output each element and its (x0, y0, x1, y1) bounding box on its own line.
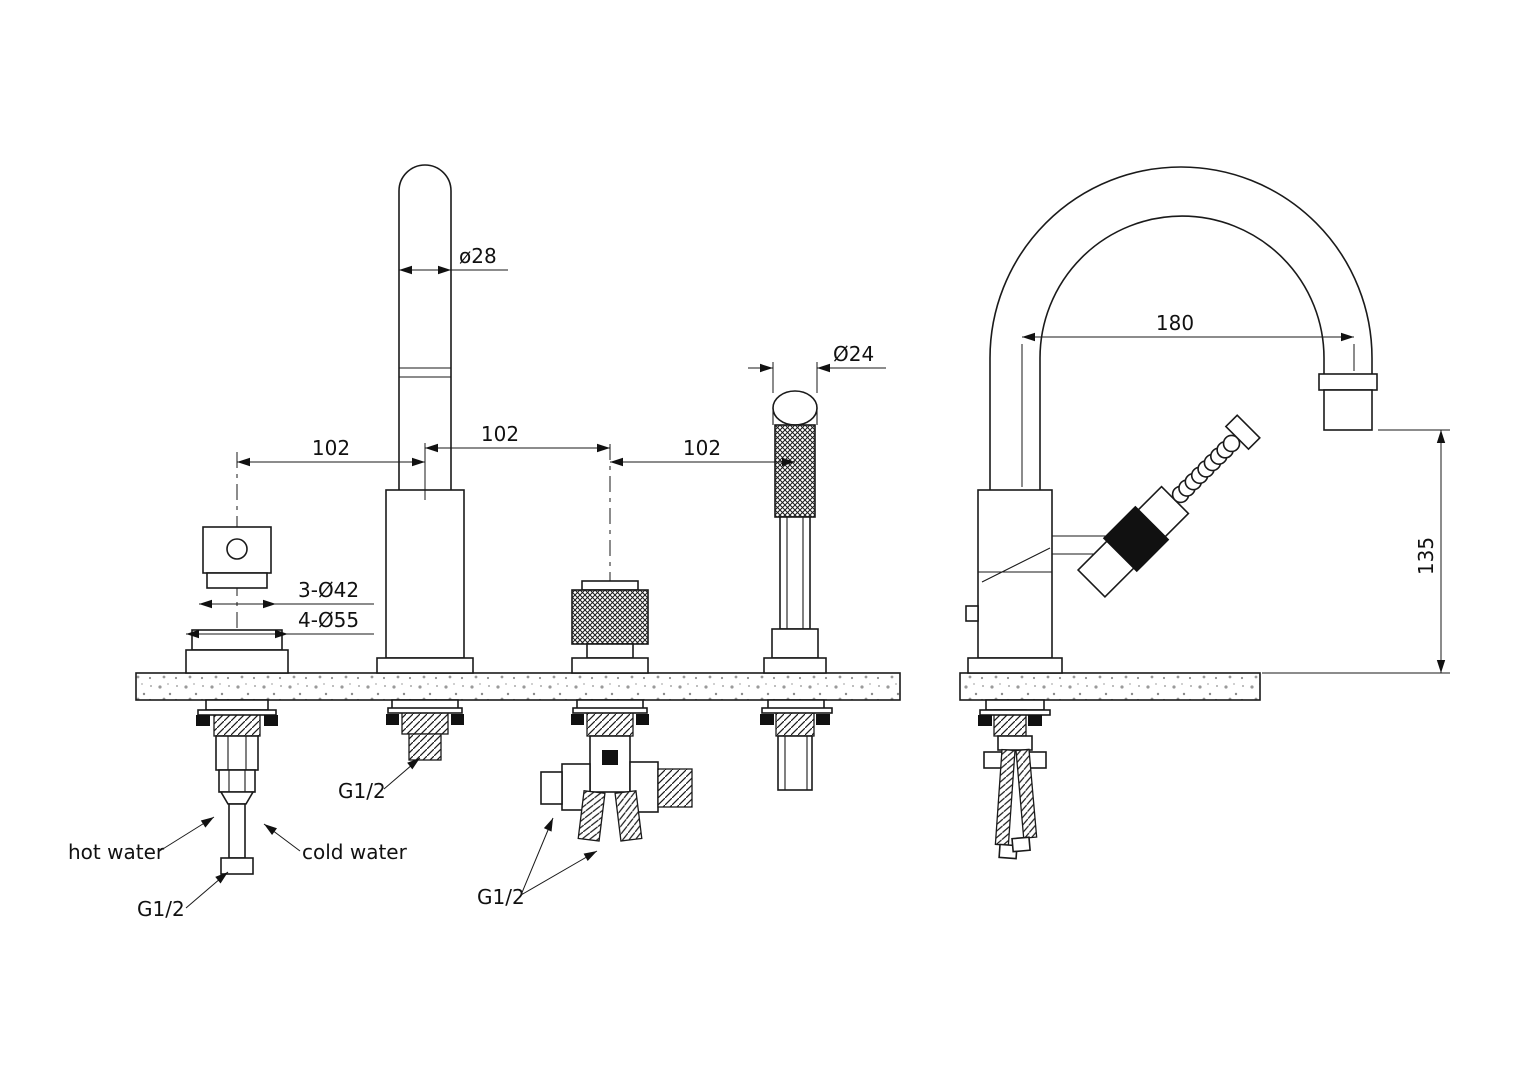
side-handshower (1076, 414, 1261, 599)
arrowhead-icon (760, 363, 773, 373)
dim-reach: 180 (1021, 311, 1355, 487)
dim-holes-4: 4-Ø55 (186, 608, 374, 639)
arrowhead-icon (817, 363, 830, 373)
hot-water-text: hot water (68, 840, 165, 864)
side-faucet-body (965, 166, 1378, 674)
label-g12-diverter: G1/2 (477, 816, 600, 909)
cold-water-text: cold water (302, 840, 408, 864)
dim-pitch-3: 102 (610, 436, 795, 467)
arrowhead-icon (543, 816, 557, 832)
dim-holes-3: 3-Ø42 (199, 578, 374, 609)
dim-pitch-1: 102 (237, 436, 425, 467)
deck-side (959, 672, 1261, 701)
dim-shower-diameter: Ø24 (748, 342, 886, 393)
arrowhead-icon (199, 599, 212, 609)
arrowhead-icon (200, 813, 217, 828)
arrowhead-icon (237, 457, 250, 467)
arrowhead-icon (583, 847, 600, 861)
deck-front (135, 672, 901, 701)
dim-text-shower-diameter: Ø24 (833, 342, 874, 366)
label-g12-spout: G1/2 (338, 754, 423, 803)
dim-text-pitch-2: 102 (481, 422, 519, 446)
g12-supply-text: G1/2 (137, 897, 185, 921)
g12-diverter-text: G1/2 (477, 885, 525, 909)
dim-text-holes-3: 3-Ø42 (298, 578, 359, 602)
side-underdeck (978, 699, 1051, 860)
front-view: ø28 Ø24 102 102 102 (68, 164, 901, 921)
dim-pitch-2: 102 (424, 422, 610, 500)
dim-text-pitch-1: 102 (312, 436, 350, 460)
handshower-front (760, 390, 833, 791)
dim-text-spout-diameter: ø28 (459, 244, 497, 268)
arrowhead-icon (1022, 332, 1035, 342)
arrowhead-icon (1436, 660, 1446, 673)
dim-text-holes-4: 4-Ø55 (298, 608, 359, 632)
side-view: 180 135 (959, 166, 1450, 860)
dim-text-pitch-3: 102 (683, 436, 721, 460)
arrowhead-icon (1341, 332, 1354, 342)
label-g12-supply: G1/2 (137, 868, 231, 921)
dim-height: 135 (1262, 429, 1450, 674)
arrowhead-icon (1436, 430, 1446, 443)
g12-spout-text: G1/2 (338, 779, 386, 803)
arrowhead-icon (261, 820, 277, 836)
dim-text-reach: 180 (1156, 311, 1194, 335)
arrowhead-icon (263, 599, 276, 609)
dim-text-height: 135 (1414, 537, 1438, 575)
hot-water-valve (185, 452, 289, 875)
arrowhead-icon (610, 457, 623, 467)
arrowhead-icon (597, 443, 610, 453)
spout-front (376, 164, 474, 761)
label-cold-water: cold water (261, 820, 408, 864)
label-hot-water: hot water (68, 813, 217, 864)
diverter-valve (540, 444, 693, 842)
dim-spout-diameter: ø28 (399, 244, 508, 275)
